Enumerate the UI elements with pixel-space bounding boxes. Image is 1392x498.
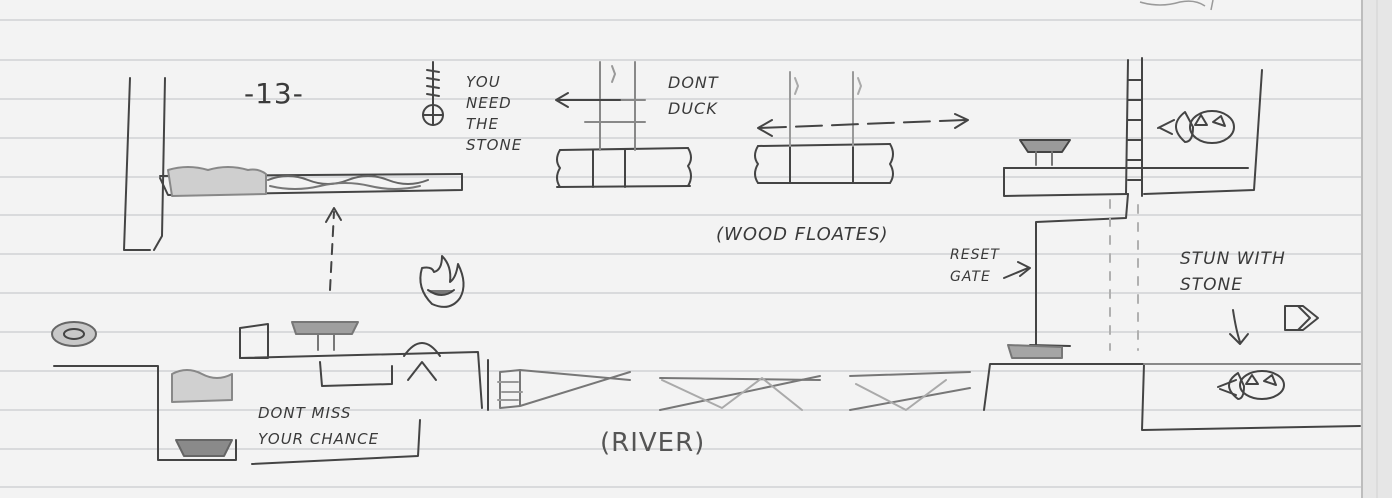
label-line: DONT MISS [258, 404, 352, 422]
label-line: DONT [668, 73, 719, 92]
label-line: DUCK [668, 99, 718, 118]
upper-wall-ledge [123, 77, 463, 251]
label-line: STONE [1180, 275, 1244, 295]
ground-left [51, 321, 483, 465]
label-stun-with-stone: STUN WITH STONE [1180, 246, 1286, 298]
label-dont-miss-your-chance: DONT MISS YOUR CHANCE [258, 400, 379, 452]
reset-gate-arrow [1003, 261, 1031, 279]
stone-projectile-icon [1284, 305, 1319, 331]
stone-pendulum-icon [422, 61, 444, 126]
label-line: RESET [950, 247, 1000, 263]
label-reset-gate: RESET GATE [950, 244, 1000, 288]
river-hazard [487, 359, 971, 411]
stun-arrow [1229, 309, 1249, 345]
lower-enemy-icon [1217, 370, 1285, 400]
label-line: YOUR CHANCE [258, 430, 380, 448]
label-you-need-the-stone: YOU NEED THE STONE [466, 72, 522, 156]
jump-arrow [325, 207, 342, 291]
label-line: THE [466, 115, 499, 133]
label-dont-duck: DONT DUCK [668, 70, 719, 122]
dont-duck-block [555, 61, 692, 188]
enemy-creature-icon [1157, 110, 1235, 144]
right-tower [1003, 57, 1263, 359]
label-line: STONE [466, 136, 523, 154]
label-line: NEED [466, 94, 512, 112]
label-line: YOU [466, 73, 501, 91]
ruled-lines [0, 19, 1392, 488]
arch-up-arrow [403, 342, 441, 381]
page-number: -13- [244, 77, 304, 110]
wood-floats-block [754, 71, 969, 184]
fire-icon [419, 255, 465, 308]
ground-right [983, 363, 1361, 431]
label-river: (RIVER) [600, 428, 706, 458]
label-line: GATE [950, 269, 991, 285]
label-wood-floats: (WOOD FLOATES) [716, 224, 889, 245]
label-line: STUN WITH [1180, 249, 1286, 269]
